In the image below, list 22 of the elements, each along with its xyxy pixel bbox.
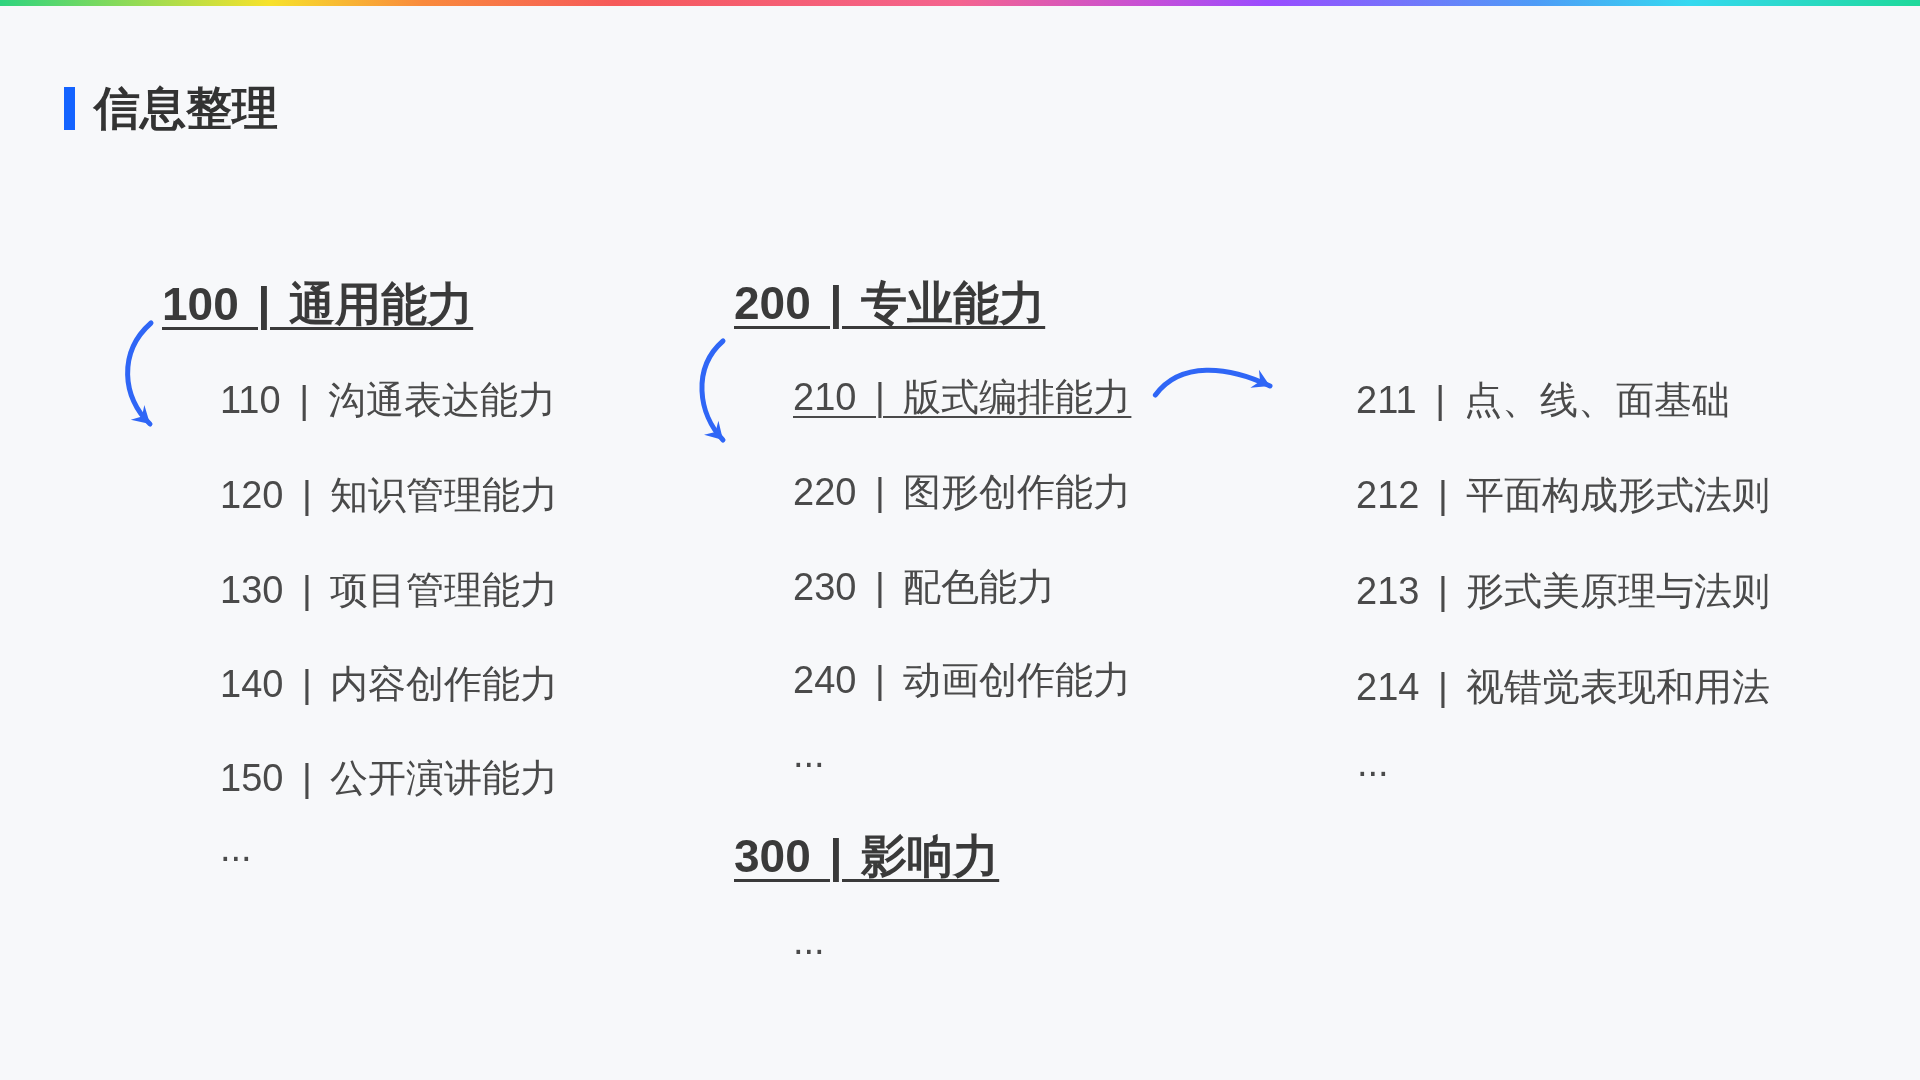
section-heading: 200 | 专业能力 <box>734 276 1046 331</box>
list-item-text: 110 | 沟通表达能力 <box>220 378 556 423</box>
list-item-text: 140 | 内容创作能力 <box>220 662 559 707</box>
list-item-text: 214 | 视错觉表现和用法 <box>1356 665 1771 710</box>
list-item-text: 212 | 平面构成形式法则 <box>1356 473 1771 518</box>
arrow <box>1152 367 1273 398</box>
page-title: 信息整理 <box>94 81 278 136</box>
list-item-text: 213 | 形式美原理与法则 <box>1356 569 1771 614</box>
section-heading: 100 | 通用能力 <box>162 277 474 332</box>
ellipsis-text: ... <box>793 919 825 964</box>
list-item-text: 230 | 配色能力 <box>793 565 1056 610</box>
ellipsis-text: ... <box>220 826 252 871</box>
section-heading: 300 | 影响力 <box>734 829 1000 884</box>
ellipsis-text: ... <box>793 732 825 777</box>
list-item-text: 220 | 图形创作能力 <box>793 470 1132 515</box>
ellipsis-text: ... <box>1357 741 1389 786</box>
list-item-text: 211 | 点、线、面基础 <box>1356 377 1730 423</box>
list-item-text: 210 | 版式编排能力 <box>793 374 1132 420</box>
list-item-text: 130 | 项目管理能力 <box>220 568 559 613</box>
list-item-text: 240 | 动画创作能力 <box>793 658 1132 703</box>
list-item-text: 120 | 知识管理能力 <box>220 473 559 518</box>
list-item-text: 150 | 公开演讲能力 <box>220 756 559 801</box>
